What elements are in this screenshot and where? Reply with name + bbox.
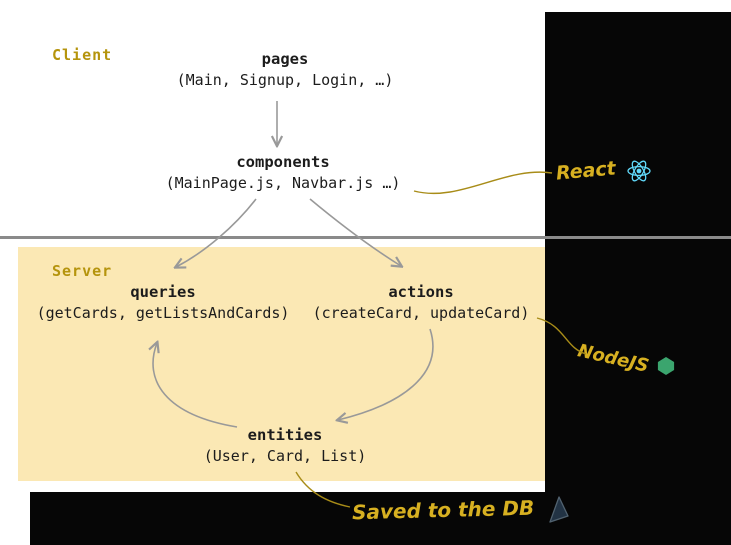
entities-title: entities	[247, 426, 323, 444]
components-title: components	[236, 153, 330, 171]
annotation-react-label: React	[555, 157, 617, 185]
node-pages: pages (Main, Signup, Login, …)	[165, 50, 405, 89]
node-actions: actions (createCard, updateCard)	[286, 283, 556, 322]
node-entities: entities (User, Card, List)	[175, 426, 395, 465]
nodejs-hexagon-icon	[657, 356, 675, 376]
node-components: components (MainPage.js, Navbar.js …)	[143, 153, 423, 192]
entities-subtitle: (User, Card, List)	[203, 447, 367, 465]
annotation-nodejs-label: NodeJS	[575, 340, 651, 377]
react-atom-icon	[625, 158, 653, 184]
server-zone-label: Server	[52, 262, 113, 280]
queries-subtitle: (getCards, getListsAndCards)	[36, 304, 290, 322]
annotation-react: React	[555, 157, 653, 185]
actions-subtitle: (createCard, updateCard)	[312, 304, 530, 322]
prisma-triangle-icon	[544, 495, 570, 525]
annotation-saved-to-db: Saved to the DB	[352, 495, 570, 525]
pages-subtitle: (Main, Signup, Login, …)	[176, 71, 394, 89]
actions-title: actions	[388, 283, 454, 301]
node-queries: queries (getCards, getListsAndCards)	[23, 283, 303, 322]
server-zone-box	[18, 247, 545, 481]
queries-title: queries	[130, 283, 196, 301]
annotation-nodejs: NodeJS	[575, 340, 675, 377]
client-zone-label: Client	[52, 46, 113, 64]
pages-title: pages	[261, 50, 309, 68]
client-server-divider-line	[0, 236, 731, 239]
annotation-db-label: Saved to the DB	[351, 495, 535, 525]
components-subtitle: (MainPage.js, Navbar.js …)	[165, 174, 401, 192]
